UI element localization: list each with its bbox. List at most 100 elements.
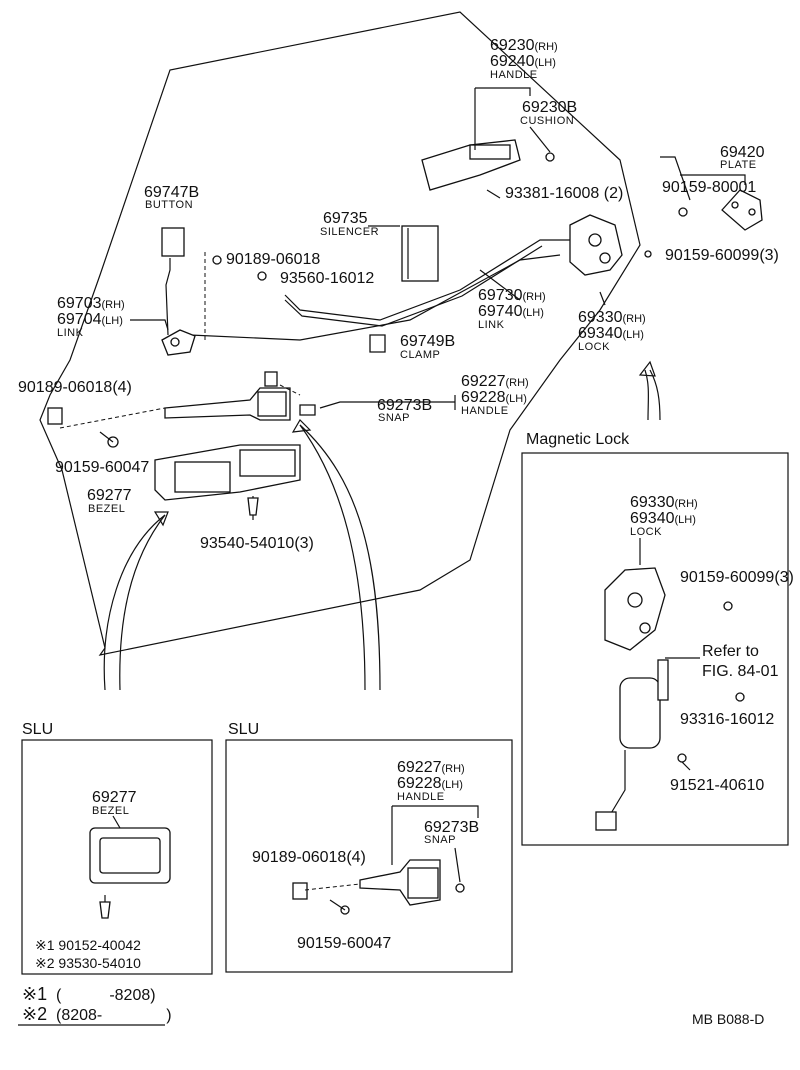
svg-text:HANDLE: HANDLE <box>397 791 445 803</box>
arrow-right <box>644 369 649 421</box>
svg-text:69703(RH): 69703(RH) <box>57 295 125 312</box>
label-screw-90159-80001: 90159-80001 <box>662 179 756 196</box>
svg-text:BUTTON: BUTTON <box>145 199 193 211</box>
svg-text:69228(LH): 69228(LH) <box>397 775 463 792</box>
clamp-part <box>369 334 386 353</box>
svg-text:PLATE: PLATE <box>720 159 757 171</box>
slu-handle-panel: SLU 69227(RH) 69228(LH) HANDLE 69273B SN… <box>225 721 513 973</box>
label-refer-fig: FIG. 84-01 <box>702 663 779 680</box>
svg-text:69704(LH): 69704(LH) <box>57 311 123 328</box>
clip-part <box>47 407 63 425</box>
label-mag-screw-91521: 91521-40610 <box>670 777 764 794</box>
magnetic-lock-panel: Magnetic Lock 69330(RH) 69340(LH) LOCK 9… <box>521 431 794 846</box>
svg-text:LINK: LINK <box>57 327 84 339</box>
label-slu-screw: 90159-60047 <box>297 935 391 952</box>
label-lock: 69330(RH) 69340(LH) LOCK <box>578 309 646 353</box>
figure-code: MB B088-D <box>692 1011 764 1027</box>
label-snap: 69273B SNAP <box>377 397 432 424</box>
label-mag-screw-90159: 90159-60099(3) <box>680 569 794 586</box>
svg-text:69330(RH): 69330(RH) <box>630 494 698 511</box>
svg-text:CLAMP: CLAMP <box>400 349 440 361</box>
label-clip-90189: 90189-06018 <box>226 251 320 268</box>
label-mag-screw-93316: 93316-16012 <box>680 711 774 728</box>
label-screw-90159-60099: 90159-60099(3) <box>665 247 779 264</box>
svg-text:69273B: 69273B <box>424 819 479 836</box>
svg-text:※1: ※1 <box>22 984 47 1004</box>
svg-text:69228(LH): 69228(LH) <box>461 389 527 406</box>
label-slu-handle: 69227(RH) 69228(LH) HANDLE <box>397 759 465 803</box>
footnote-2: ※2 (8208- ) <box>22 1004 172 1024</box>
svg-text:HANDLE: HANDLE <box>490 69 538 81</box>
svg-text:SNAP: SNAP <box>424 834 456 846</box>
inner-handle <box>164 371 291 421</box>
svg-text:LOCK: LOCK <box>630 526 662 538</box>
svg-text:SNAP: SNAP <box>378 412 410 424</box>
lock-part <box>569 214 623 276</box>
label-handle-outer: 69230(RH) 69240(LH) HANDLE <box>490 37 558 81</box>
outer-handle <box>421 139 555 191</box>
arrow-center <box>299 424 366 691</box>
svg-text:69730(RH): 69730(RH) <box>478 287 546 304</box>
svg-text:69740(LH): 69740(LH) <box>478 303 544 320</box>
footnote-1: ※1 ( -8208) <box>22 984 156 1004</box>
magnetic-lock-title: Magnetic Lock <box>526 431 630 448</box>
svg-text:69330(RH): 69330(RH) <box>578 309 646 326</box>
svg-text:69227(RH): 69227(RH) <box>397 759 465 776</box>
label-bezel: 69277 BEZEL <box>87 487 132 515</box>
svg-text:69747B: 69747B <box>144 184 199 201</box>
slu-handle-part <box>359 859 441 906</box>
svg-text:69230B: 69230B <box>522 99 577 116</box>
label-slu-note1: ※1 90152-40042 <box>35 937 141 953</box>
label-handle-inner: 69227(RH) 69228(LH) HANDLE <box>461 373 529 417</box>
button-part <box>161 227 185 336</box>
svg-text:69340(LH): 69340(LH) <box>578 325 644 342</box>
svg-text:69340(LH): 69340(LH) <box>630 510 696 527</box>
label-link-upper: 69730(RH) 69740(LH) LINK <box>478 287 546 331</box>
label-link-lower: 69703(RH) 69704(LH) LINK <box>57 295 125 339</box>
door-outline <box>39 11 641 656</box>
svg-text:BEZEL: BEZEL <box>92 805 129 817</box>
bezel-part <box>154 444 301 501</box>
slu-handle-title: SLU <box>228 721 259 738</box>
label-clip-90189-4: 90189-06018(4) <box>18 379 132 396</box>
label-screw-90159-60047: 90159-60047 <box>55 459 149 476</box>
svg-text:LINK: LINK <box>478 319 505 331</box>
svg-text:69227(RH): 69227(RH) <box>461 373 529 390</box>
svg-text:SILENCER: SILENCER <box>320 226 379 238</box>
label-clamp: 69749B CLAMP <box>400 333 455 361</box>
label-screw-93540: 93540-54010(3) <box>200 535 314 552</box>
slu-bezel-title: SLU <box>22 721 53 738</box>
svg-text:BEZEL: BEZEL <box>88 503 125 515</box>
svg-text:LOCK: LOCK <box>578 341 610 353</box>
label-mag-lock: 69330(RH) 69340(LH) LOCK <box>630 494 698 538</box>
label-slu-snap: 69273B SNAP <box>424 819 479 846</box>
svg-text:69273B: 69273B <box>377 397 432 414</box>
arrow-left <box>103 514 166 691</box>
label-cushion: 69230B CUSHION <box>520 99 577 127</box>
label-screw-93560: 93560-16012 <box>280 270 374 287</box>
label-silencer: 69735 SILENCER <box>320 210 379 238</box>
label-slu-clip: 90189-06018(4) <box>252 849 366 866</box>
svg-text:69230(RH): 69230(RH) <box>490 37 558 54</box>
svg-text:( -8208): ( -8208) <box>56 987 156 1004</box>
svg-text:69735: 69735 <box>323 210 368 227</box>
plate-part <box>721 189 763 231</box>
actuator-part <box>595 659 669 831</box>
upper-link-rod <box>284 239 570 321</box>
label-refer-to: Refer to <box>702 643 759 660</box>
lower-link-rod <box>189 254 561 341</box>
label-slu-note2: ※2 93530-54010 <box>35 955 141 971</box>
svg-text:(8208- ): (8208- ) <box>56 1007 172 1024</box>
label-slu-bezel: 69277 BEZEL <box>92 789 137 817</box>
svg-text:69420: 69420 <box>720 144 765 161</box>
slu-bezel-panel: SLU 69277 BEZEL ※1 90152-40042 ※2 93530-… <box>21 721 213 975</box>
svg-text:69749B: 69749B <box>400 333 455 350</box>
svg-text:HANDLE: HANDLE <box>461 405 509 417</box>
mag-lock-part <box>604 567 666 651</box>
svg-text:69277: 69277 <box>87 487 132 504</box>
svg-text:CUSHION: CUSHION <box>520 115 574 127</box>
svg-text:69277: 69277 <box>92 789 137 806</box>
label-button: 69747B BUTTON <box>144 184 199 211</box>
svg-text:69240(LH): 69240(LH) <box>490 53 556 70</box>
